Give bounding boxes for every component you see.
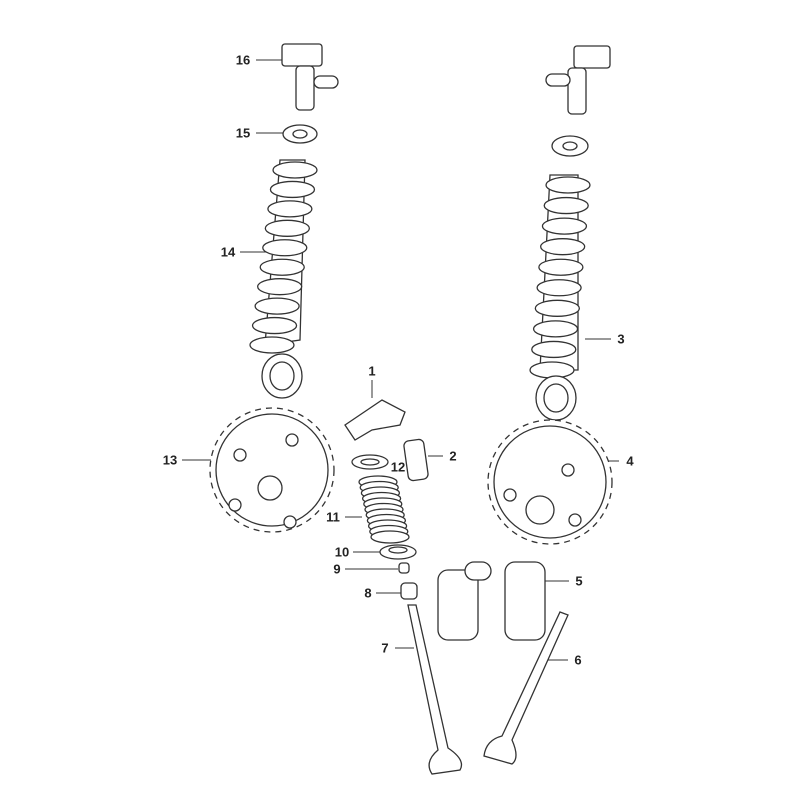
cam-lobe: [540, 238, 586, 256]
cam-lobe: [538, 258, 584, 276]
callout-camshaft-gear-left: 13: [162, 452, 178, 468]
spring-retainer: [379, 544, 417, 560]
valve-left: [407, 604, 463, 775]
callout-valve-keeper: 9: [333, 561, 341, 577]
callout-spring-retainer: 10: [334, 544, 350, 560]
actuator-left: [437, 561, 492, 641]
spring-coil: [370, 530, 410, 544]
callout-exhaust-camshaft: 3: [617, 331, 625, 347]
valve-spring: [358, 475, 410, 544]
camshaft-right: [529, 174, 591, 421]
cam-lobe: [543, 196, 589, 215]
callout-spring-seat: 12: [390, 459, 406, 475]
cam-lobe: [262, 239, 308, 257]
cam-lobe: [529, 361, 575, 379]
cam-lobe: [545, 176, 591, 194]
callout-intake-valve: 7: [381, 640, 389, 656]
cam-lobe: [532, 320, 579, 338]
callout-sensor-washer-left: 15: [235, 125, 251, 141]
cam-lobe: [254, 297, 300, 315]
sensor-left: [281, 43, 339, 144]
callout-valve-stem-seal: 8: [364, 585, 372, 601]
callout-rocker-arm: 1: [368, 363, 376, 379]
gear-left: [209, 407, 335, 533]
camshaft-left: [249, 159, 318, 399]
callout-exhaust-valve: 6: [574, 652, 582, 668]
cam-lobe: [249, 336, 295, 354]
spring-seat: [351, 454, 389, 470]
sensor-right: [545, 45, 611, 157]
actuator-right: [504, 561, 546, 641]
callout-camshaft-actuator: 5: [575, 573, 583, 589]
rocker-arm: [344, 399, 406, 441]
valve-right: [483, 611, 569, 765]
cam-lobe: [534, 299, 580, 317]
cam-lobe: [264, 219, 310, 237]
cam-lobe: [259, 258, 305, 276]
cam-lobe: [257, 278, 303, 296]
cam-lobe: [536, 279, 582, 297]
cam-lobe: [251, 316, 298, 335]
cam-lobe: [269, 180, 316, 199]
stem-seal: [400, 582, 418, 600]
callout-camshaft-sensor-left: 16: [235, 52, 251, 68]
callout-hydraulic-lash-adjuster: 2: [449, 448, 457, 464]
lash-adjuster: [403, 438, 429, 482]
cam-lobe: [267, 200, 313, 218]
cam-lobe: [272, 161, 318, 179]
cam-lobe: [531, 340, 577, 359]
leader-lines: [182, 59, 619, 661]
cam-lobe: [541, 217, 588, 235]
callout-camshaft-gear-right: 4: [626, 453, 634, 469]
callout-valve-spring: 11: [326, 509, 340, 525]
gear-right: [487, 419, 613, 545]
callout-intake-camshaft: 14: [220, 244, 236, 260]
valve-keeper: [398, 562, 410, 574]
